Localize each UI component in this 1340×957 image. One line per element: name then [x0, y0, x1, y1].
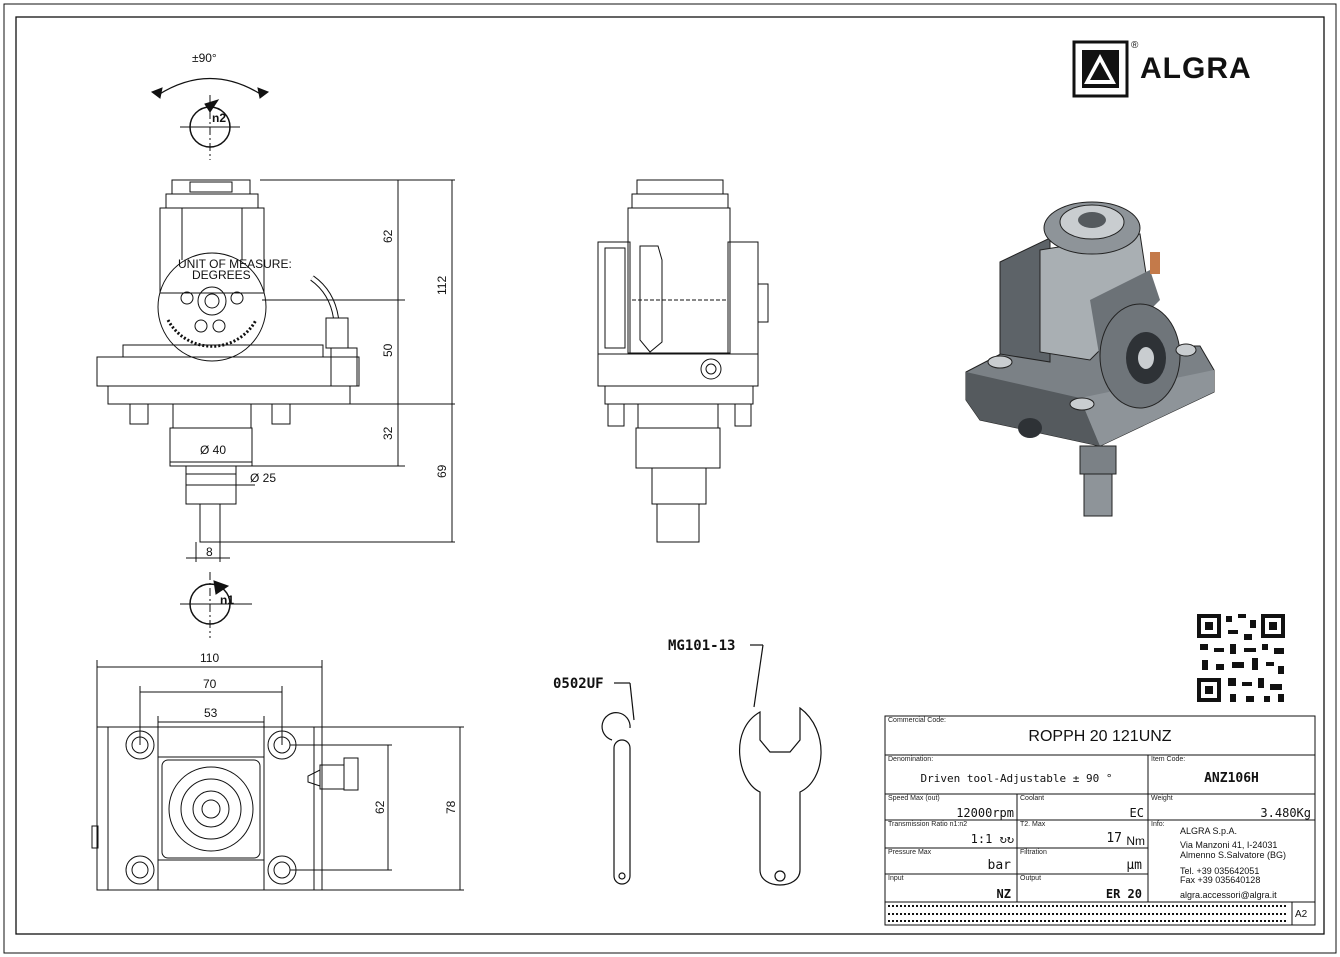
dim-62-bottom: 62: [373, 800, 387, 814]
output-value: ER 20: [1105, 887, 1142, 901]
filtration-value: µm: [1126, 858, 1142, 873]
commercial-code-cell: Commercial Code: ROPPH 20 121UNZ: [885, 716, 1315, 755]
title-block: Commercial Code: ROPPH 20 121UNZ Denomin…: [885, 716, 1315, 925]
title-block-grid: [884, 715, 1316, 926]
dim-62-front: 62: [381, 229, 395, 243]
torque-cell: T2. Max 17 Nm: [1017, 820, 1148, 848]
info-line-tel: Tel. +39 035642051: [1180, 866, 1260, 876]
commercial-code-value: ROPPH 20 121UNZ: [1028, 728, 1172, 745]
isometric-render: [965, 201, 1215, 517]
info-line-fax: Fax +39 035640128: [1180, 875, 1261, 885]
side-view: [597, 179, 769, 543]
inner-border: [15, 16, 1325, 935]
input-cell: Input NZ: [885, 874, 1017, 902]
registered-mark: ®: [1131, 40, 1139, 51]
dim-32: 32: [381, 426, 395, 440]
item-code-cell: Item Code: ANZ106H: [1148, 755, 1315, 794]
info-line-company: ALGRA S.p.A.: [1180, 826, 1238, 836]
commercial-code-label: Commercial Code:: [888, 717, 946, 724]
denomination-label: Denomination:: [888, 756, 934, 763]
coolant-cell: Coolant EC: [1017, 794, 1148, 820]
filtration-label: Filtration: [1020, 849, 1047, 856]
bottom-view: [91, 660, 464, 891]
qr-code: [1197, 614, 1285, 702]
torque-label: T2. Max: [1020, 821, 1046, 828]
info-line-email: algra.accessori@algra.it: [1180, 890, 1277, 900]
accessory-hook-spanner: [601, 682, 635, 885]
torque-value: 17: [1106, 831, 1122, 846]
dim-78: 78: [444, 800, 458, 814]
dim-110: 110: [200, 651, 219, 665]
input-value: NZ: [996, 887, 1011, 901]
output-label: Output: [1020, 875, 1042, 882]
sheet-size: A2: [1295, 909, 1308, 920]
speed-cell: Speed Max (out) 12000rpm: [885, 794, 1017, 820]
transmission-cell: Transmission Ratio n1:n2 1:1 ↻↻: [885, 820, 1017, 848]
dim-112: 112: [435, 276, 449, 295]
outer-border: [3, 3, 1337, 954]
filtration-cell: Filtration µm: [1017, 848, 1148, 874]
transmission-label: Transmission Ratio n1:n2: [888, 821, 968, 828]
dim-53: 53: [204, 706, 218, 720]
info-label: Info:: [1151, 821, 1165, 828]
accessory-open-wrench: [738, 644, 822, 886]
info-line-street: Via Manzoni 41, I-24031: [1180, 840, 1278, 850]
pressure-label: Pressure Max: [888, 849, 932, 856]
dial-label-unit: UNIT OF MEASURE:: [178, 257, 292, 271]
dim-n2: n2: [212, 111, 226, 125]
dial-label-degrees: DEGREES: [192, 268, 251, 282]
dim-dia25: Ø 25: [250, 471, 276, 485]
front-view: [96, 77, 455, 638]
coolant-value: EC: [1129, 806, 1144, 820]
dim-69: 69: [435, 464, 449, 478]
transmission-value: 1:1 ↻↻: [970, 832, 1014, 846]
denomination-value: Driven tool-Adjustable ± 90 °: [920, 772, 1113, 785]
item-code-label: Item Code:: [1151, 756, 1186, 763]
brand-name: ALGRA: [1140, 52, 1252, 85]
info-cell: Info:: [1148, 820, 1315, 902]
info-line-city: Almenno S.Salvatore (BG): [1180, 850, 1287, 860]
output-cell: Output ER 20: [1017, 874, 1148, 902]
weight-cell: Weight 3.480Kg: [1148, 794, 1315, 820]
weight-label: Weight: [1151, 795, 1173, 802]
algra-logo-mark: [1072, 40, 1129, 98]
accessory-code-mg101: MG101-13: [668, 638, 735, 654]
input-label: Input: [888, 875, 904, 882]
denomination-cell: Denomination: Driven tool-Adjustable ± 9…: [885, 755, 1148, 794]
dim-n1: n1: [220, 593, 234, 607]
item-code-value: ANZ106H: [1204, 771, 1259, 786]
dim-50: 50: [381, 343, 395, 357]
weight-value: 3.480Kg: [1260, 806, 1311, 820]
coolant-label: Coolant: [1020, 795, 1045, 802]
torque-unit: Nm: [1126, 834, 1145, 848]
pressure-value: bar: [987, 858, 1011, 873]
dim-dia40: Ø 40: [200, 443, 226, 457]
dim-70: 70: [203, 677, 217, 691]
dim-angle: ±90°: [192, 51, 217, 65]
speed-value: 12000rpm: [956, 806, 1014, 820]
speed-label: Speed Max (out): [888, 795, 940, 802]
accessory-code-0502uf: 0502UF: [553, 676, 604, 692]
dim-8: 8: [206, 545, 213, 559]
pressure-cell: Pressure Max bar: [885, 848, 1017, 874]
